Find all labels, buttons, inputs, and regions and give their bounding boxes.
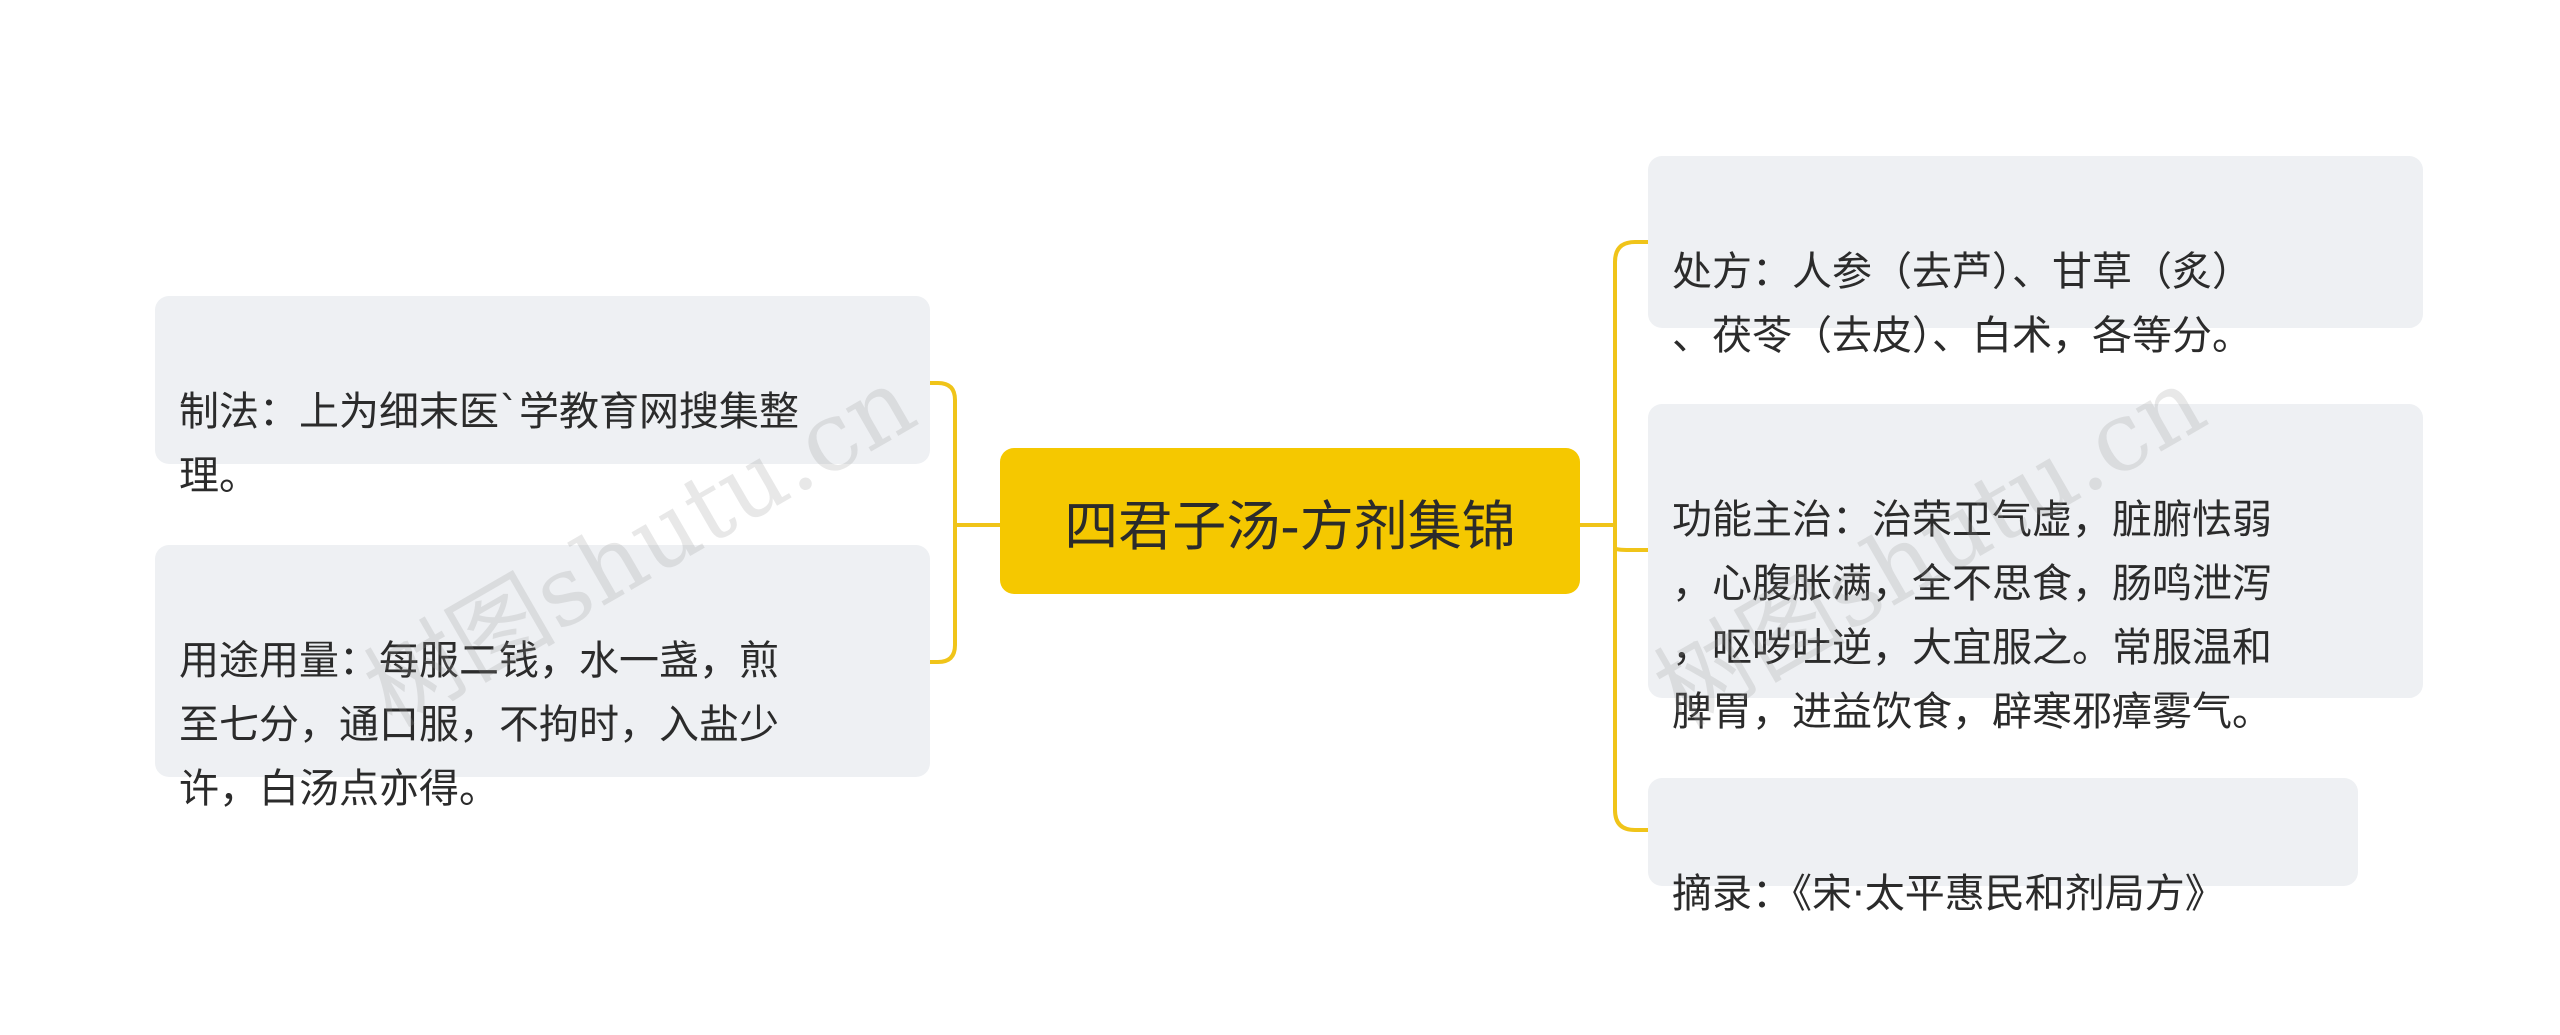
- connector-left-2: [928, 523, 957, 664]
- topic-indications[interactable]: 功能主治：治荣卫气虚，脏腑怯弱 ，心腹胀满，全不思食，肠鸣泄泻 ，呕哕吐逆，大宜…: [1648, 404, 2423, 735]
- connector-right-2: [1613, 523, 1650, 552]
- connector-left-1: [928, 381, 957, 527]
- connector-right-3: [1613, 523, 1650, 832]
- topic-prescription[interactable]: 处方：人参（去芦）、甘草（炙） 、茯苓（去皮）、白术，各等分。: [1648, 156, 2423, 359]
- root-topic[interactable]: 四君子汤-方剂集锦: [1000, 448, 1580, 594]
- topic-source[interactable]: 摘录：《宋·太平惠民和剂局方》: [1648, 778, 2358, 917]
- topic-text: 用途用量：每服二钱，水一盏，煎 至七分，通口服，不拘时，入盐少 许，白汤点亦得。: [179, 638, 779, 812]
- root-topic-label: 四君子汤-方剂集锦: [1064, 494, 1516, 558]
- topic-text: 功能主治：治荣卫气虚，脏腑怯弱 ，心腹胀满，全不思食，肠鸣泄泻 ，呕哕吐逆，大宜…: [1672, 497, 2272, 735]
- topic-usage-dosage[interactable]: 用途用量：每服二钱，水一盏，煎 至七分，通口服，不拘时，入盐少 许，白汤点亦得。: [155, 545, 930, 812]
- topic-preparation[interactable]: 制法：上为细末医`学教育网搜集整 理。: [155, 296, 930, 499]
- topic-text: 处方：人参（去芦）、甘草（炙） 、茯苓（去皮）、白术，各等分。: [1672, 249, 2252, 359]
- topic-text: 制法：上为细末医`学教育网搜集整 理。: [179, 389, 799, 499]
- connector-right-1: [1613, 240, 1650, 527]
- topic-text: 摘录：《宋·太平惠民和剂局方》: [1672, 871, 2225, 917]
